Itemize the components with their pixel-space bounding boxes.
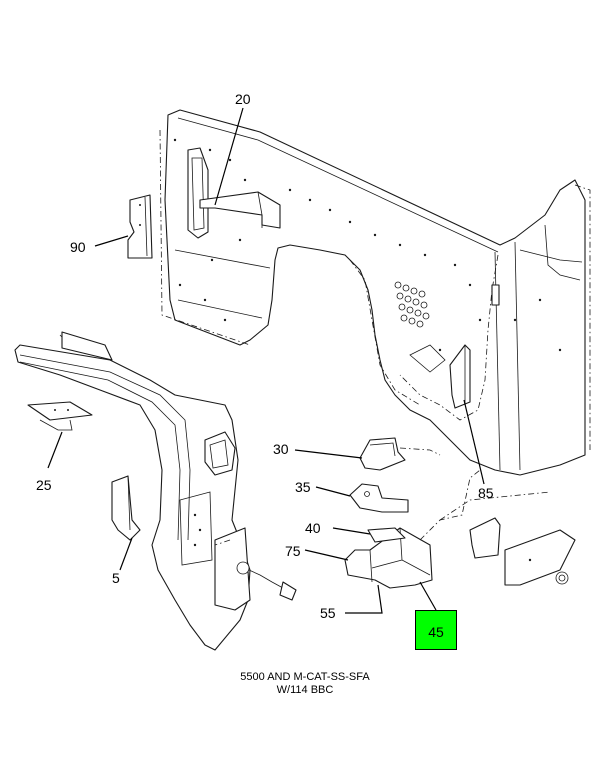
part-25-plate — [27, 401, 93, 431]
leader-lines — [47, 107, 485, 614]
part-35-bracket — [349, 483, 409, 513]
callout-90: 90 — [70, 239, 86, 255]
part-45-support-bracket — [344, 527, 433, 589]
back-panel — [159, 109, 591, 476]
callout-5: 5 — [112, 570, 120, 586]
part-85-bracket — [449, 344, 471, 409]
part-30-clip — [359, 437, 406, 471]
part-5-bracket — [111, 475, 141, 541]
callout-25: 25 — [36, 477, 52, 493]
part-90-bracket — [127, 194, 153, 259]
callout-labels: 20 90 25 5 30 35 40 75 55 85 — [36, 91, 494, 621]
callout-40: 40 — [305, 520, 321, 536]
assembly-lines — [214, 447, 551, 546]
callout-55: 55 — [320, 605, 336, 621]
callout-75: 75 — [285, 543, 301, 559]
callout-35: 35 — [295, 479, 311, 495]
right-bracket-assembly — [469, 517, 576, 586]
callout-45: 45 — [428, 624, 444, 640]
diagram-caption: 5500 AND M-CAT-SS-SFA W/114 BBC — [0, 671, 610, 697]
caption-line-1: 5500 AND M-CAT-SS-SFA — [240, 671, 370, 683]
callout-45-highlight[interactable]: 45 — [415, 610, 457, 650]
callout-20: 20 — [235, 91, 251, 107]
left-frame-rail — [14, 331, 297, 651]
callout-85: 85 — [478, 485, 494, 501]
callout-30: 30 — [273, 441, 289, 457]
caption-line-2: W/114 BBC — [276, 684, 334, 696]
